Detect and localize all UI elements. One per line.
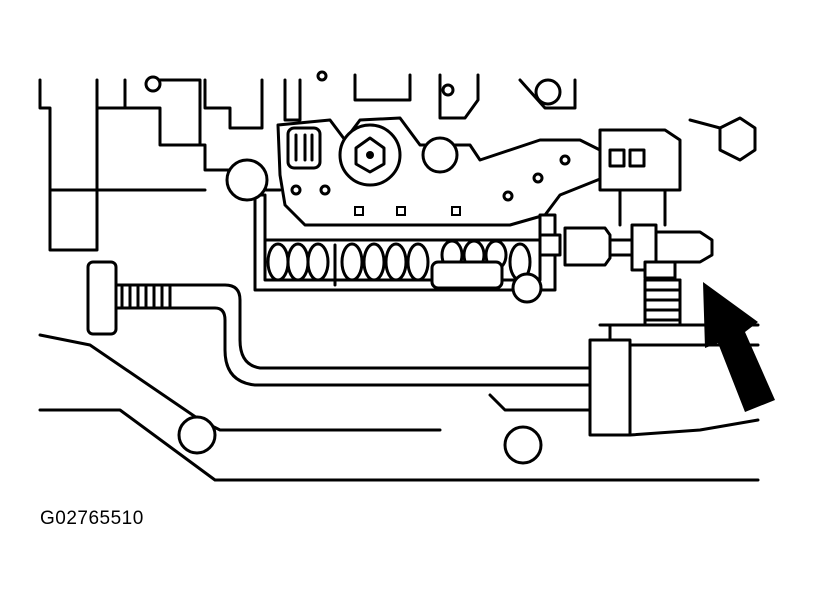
detent-spring: [643, 278, 682, 327]
manual-valve-spool: [538, 223, 714, 327]
valve-body: [225, 158, 557, 304]
lower-case-outline: [38, 323, 760, 482]
bracket-assembly: [276, 70, 612, 227]
upper-housing-outline: [38, 75, 282, 252]
bolt-and-tube: [86, 260, 592, 387]
figure-code: G02765510: [40, 508, 144, 529]
arrow-icon: [703, 282, 775, 412]
manual-valve-connector: [598, 116, 757, 227]
